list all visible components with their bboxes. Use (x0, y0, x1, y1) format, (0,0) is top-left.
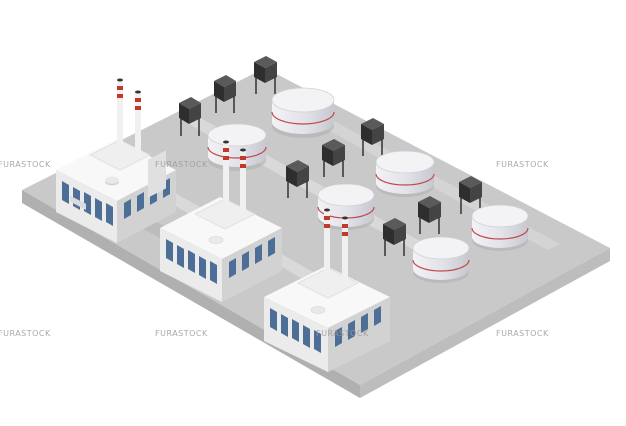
chimney (240, 148, 246, 210)
silo (383, 218, 406, 256)
window-row (335, 306, 381, 347)
silo (254, 56, 277, 94)
roof-vents (70, 176, 119, 210)
silo (286, 160, 309, 198)
window-row (62, 181, 113, 226)
silo (322, 139, 345, 177)
silo (459, 176, 482, 214)
silo (361, 118, 384, 156)
factory-building (56, 78, 176, 246)
chimney (135, 90, 141, 152)
silo (418, 196, 441, 234)
window-row (166, 239, 217, 284)
watermark-text: FURASTOCK (0, 329, 51, 338)
watermark-text: FURASTOCK (316, 329, 369, 338)
watermark-text: FURASTOCK (496, 160, 549, 169)
silos (179, 56, 482, 256)
factory-building (160, 140, 282, 302)
watermark-text: FURASTOCK (496, 329, 549, 338)
storage-tank (207, 123, 267, 171)
chimney (324, 208, 330, 274)
silo (179, 97, 201, 136)
watermark-text: FURASTOCK (0, 160, 51, 169)
watermark-text: FURASTOCK (155, 160, 208, 169)
storage-tank (471, 204, 529, 251)
chimney (223, 140, 229, 204)
factory-building (264, 208, 390, 372)
storage-tank (317, 183, 375, 230)
window-row (270, 308, 321, 353)
storage-tank (412, 236, 470, 283)
watermark-text: FURASTOCK (155, 329, 208, 338)
storage-tank (271, 87, 335, 138)
storage-tank (375, 150, 435, 197)
chimney (342, 216, 348, 280)
chimney (117, 78, 123, 146)
storage-tanks (207, 87, 529, 283)
window-row (229, 237, 275, 278)
silo (214, 75, 236, 113)
